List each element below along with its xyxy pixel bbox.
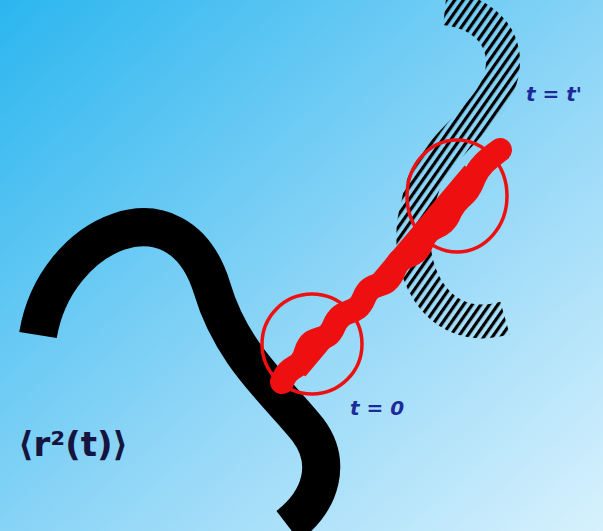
- quantity-label: ⟨r²(t)⟩: [18, 424, 128, 464]
- quantity-label-text: ⟨r²(t)⟩: [18, 424, 128, 464]
- time-label-text: t = t': [526, 82, 582, 106]
- start-circle: [262, 294, 362, 394]
- wave-packet-core: [300, 170, 470, 372]
- time-label-text: t = 0: [350, 396, 404, 420]
- wave-packet: [282, 150, 500, 382]
- time-label: t = t': [526, 82, 582, 106]
- end-circle: [407, 140, 507, 252]
- time-label: t = 0: [350, 396, 404, 420]
